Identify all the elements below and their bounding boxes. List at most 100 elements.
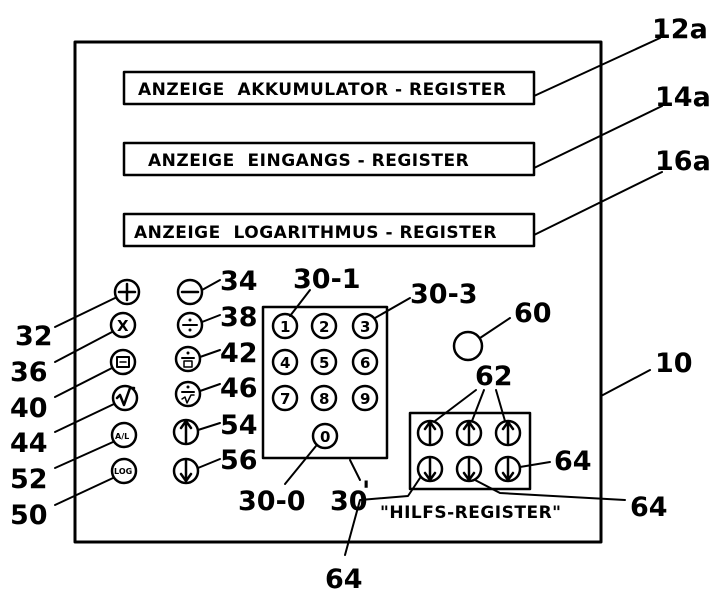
key-1[interactable]: 1	[271, 312, 299, 340]
key-5[interactable]: 5	[310, 348, 338, 376]
log-label: LOG	[114, 467, 132, 476]
ref-30-3: 30-3	[410, 279, 478, 310]
key-divide-root[interactable]	[174, 380, 202, 408]
aux-up-3[interactable]	[494, 419, 522, 447]
ref-30prime-mark: '	[362, 476, 370, 507]
ref-36: 36	[10, 357, 48, 388]
aux-up-2[interactable]	[455, 419, 483, 447]
input-display-text: ANZEIGE EINGANGS - REGISTER	[148, 151, 469, 171]
aux-up-1[interactable]	[416, 419, 444, 447]
key-4[interactable]: 4	[271, 348, 299, 376]
ref-32: 32	[15, 321, 53, 352]
ref-14a: 14a	[655, 82, 711, 113]
leader-46	[199, 383, 221, 392]
ref-62: 62	[475, 361, 513, 392]
key-7[interactable]: 7	[271, 384, 299, 412]
leader-34	[201, 279, 221, 291]
key-divide-box[interactable]	[174, 345, 202, 373]
leader-56	[197, 458, 221, 469]
ref-38: 38	[220, 302, 258, 333]
leader-62-a	[434, 389, 477, 422]
ref-46: 46	[220, 373, 258, 404]
ref-50: 50	[10, 500, 48, 531]
svg-text:4: 4	[280, 354, 290, 372]
key-times[interactable]: X	[109, 311, 137, 339]
ref-30-1: 30-1	[293, 264, 361, 295]
log-display-box	[122, 212, 536, 248]
key-up-left[interactable]	[172, 418, 200, 446]
leader-30prime	[349, 459, 361, 481]
svg-text:3: 3	[360, 318, 370, 336]
calculator-panel	[73, 40, 603, 544]
ref-44: 44	[10, 428, 48, 459]
a-l-label: A/L	[115, 432, 129, 441]
aux-down-3[interactable]	[494, 455, 522, 483]
key-log[interactable]: LOG	[110, 457, 138, 485]
ref-54: 54	[220, 410, 258, 441]
key-root[interactable]	[111, 384, 139, 412]
leader-12a	[533, 37, 661, 97]
leader-62-c	[495, 389, 506, 422]
ref-30prime: 30	[330, 486, 368, 517]
ref-52: 52	[10, 464, 48, 495]
input-display-box	[122, 141, 536, 177]
ref-40: 40	[10, 393, 48, 424]
leader-36	[54, 331, 113, 363]
leader-16a	[533, 171, 663, 236]
leader-30-1	[289, 289, 311, 317]
ref-12a: 12a	[652, 14, 708, 45]
key-6[interactable]: 6	[351, 348, 379, 376]
key-9[interactable]: 9	[351, 384, 379, 412]
aux-register-box	[408, 411, 532, 491]
leader-42	[199, 349, 221, 358]
leader-62-b	[471, 389, 485, 422]
numeric-keypad-box	[261, 305, 389, 460]
leader-64-bottom	[344, 477, 421, 556]
ref-60: 60	[514, 298, 552, 329]
leader-40	[54, 367, 113, 398]
key-plus[interactable]	[113, 278, 141, 306]
svg-text:6: 6	[360, 354, 370, 372]
svg-text:2: 2	[319, 318, 329, 336]
aux-register-label: "HILFS-REGISTER"	[380, 503, 562, 523]
key-minus[interactable]	[176, 278, 204, 306]
accumulator-display-box	[122, 70, 536, 106]
ref-34: 34	[220, 266, 258, 297]
leader-30-3	[374, 297, 411, 319]
key-divide[interactable]	[176, 311, 204, 339]
ref-42: 42	[220, 338, 258, 369]
svg-text:8: 8	[319, 390, 329, 408]
leader-54	[197, 422, 221, 431]
leader-64-mid	[474, 479, 626, 501]
ref-10: 10	[655, 348, 693, 379]
leader-44	[54, 403, 115, 433]
key-3[interactable]: 3	[351, 312, 379, 340]
ref-64-right: 64	[554, 446, 592, 477]
ref-56: 56	[220, 445, 258, 476]
log-display-text: ANZEIGE LOGARITHMUS - REGISTER	[134, 223, 497, 243]
leader-64-right	[519, 461, 551, 468]
leader-32	[54, 297, 116, 328]
svg-text:1: 1	[280, 318, 290, 336]
key-box[interactable]	[109, 348, 137, 376]
aux-down-2[interactable]	[455, 455, 483, 483]
ref-16a: 16a	[655, 146, 711, 177]
key-a-l[interactable]: A/L	[110, 421, 138, 449]
key-2[interactable]: 2	[310, 312, 338, 340]
aux-down-1[interactable]	[416, 455, 444, 483]
indicator-lamp	[452, 330, 484, 362]
ref-30-0: 30-0	[238, 486, 306, 517]
leader-14a	[533, 105, 663, 169]
key-down-left[interactable]	[172, 457, 200, 485]
svg-text:7: 7	[280, 390, 290, 408]
leader-38	[201, 314, 221, 323]
key-8[interactable]: 8	[310, 384, 338, 412]
key-0[interactable]: 0	[311, 422, 339, 450]
svg-text:5: 5	[319, 354, 329, 372]
leader-50	[54, 477, 114, 506]
svg-text:9: 9	[360, 390, 370, 408]
accumulator-display-text: ANZEIGE AKKUMULATOR - REGISTER	[138, 80, 507, 100]
ref-64-mid: 64	[630, 492, 668, 523]
leader-52	[54, 441, 114, 469]
